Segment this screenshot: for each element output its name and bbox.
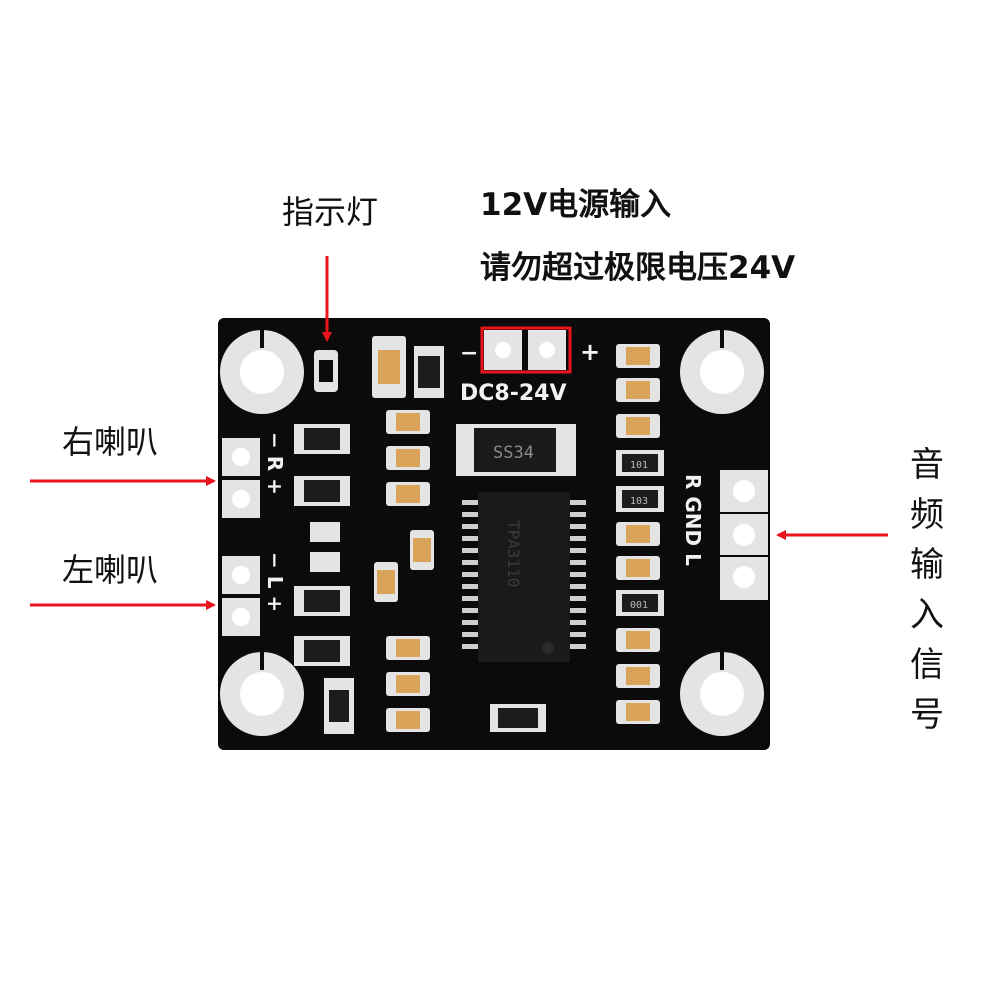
indicator-label: 指示灯	[282, 193, 379, 231]
capacitor-top	[372, 336, 406, 398]
power-plus-mark: +	[580, 338, 600, 366]
capacitor-column	[374, 410, 434, 732]
amplifier-chip	[462, 492, 586, 662]
power-highlight-box	[480, 326, 572, 374]
input-pins-silk: R GND L	[681, 474, 705, 566]
audio-input-label: 音 频 输 入 信 号	[910, 445, 944, 735]
left-speaker-pads	[222, 556, 260, 636]
diode-marking: SS34	[493, 443, 534, 463]
right-speaker-pads	[222, 438, 260, 518]
resistor-code-1: 101	[630, 460, 648, 471]
chip-marking: TPA3110	[504, 520, 523, 587]
resistor-code-3: 001	[630, 600, 648, 611]
audio-input-pads	[720, 470, 768, 600]
dc-range-silk: DC8-24V	[460, 381, 567, 406]
mount-hole-bottom-right	[680, 652, 764, 736]
schottky-diode	[456, 424, 576, 476]
voltage-warning-label: 请勿超过极限电压24V	[480, 250, 796, 286]
power-minus-mark: −	[460, 341, 478, 366]
right-component-column	[616, 344, 664, 724]
power-input-label: 12V电源输入	[480, 187, 672, 223]
mount-hole-bottom-left	[220, 652, 304, 736]
mount-hole-top-right	[680, 330, 764, 414]
indicator-led	[314, 350, 338, 392]
left-speaker-label: 左喇叭	[62, 551, 159, 589]
right-pins-silk: − R +	[263, 432, 287, 495]
left-resistor-column	[294, 424, 354, 734]
right-speaker-label: 右喇叭	[62, 423, 159, 461]
mount-hole-top-left	[220, 330, 304, 414]
resistor-code-2: 103	[630, 496, 648, 507]
resistor-top	[414, 346, 444, 398]
left-pins-silk: − L +	[263, 552, 287, 612]
power-pads	[484, 330, 566, 370]
resistor-bottom	[490, 704, 546, 732]
